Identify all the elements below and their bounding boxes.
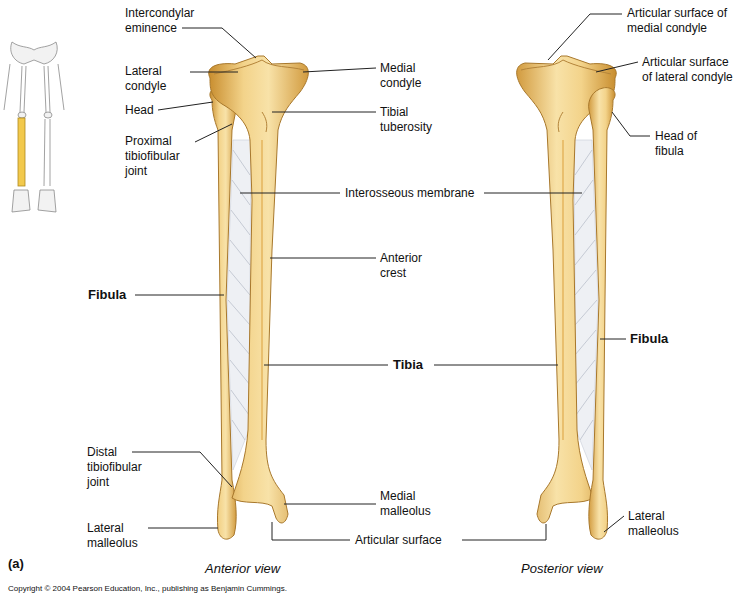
leader-lines (132, 14, 650, 540)
part-label: Distal tibiofibular joint (87, 445, 157, 490)
copyright-note: Copyright © 2004 Pearson Education, Inc.… (8, 584, 287, 594)
inset-skeleton (4, 42, 64, 212)
posterior-view-bones (517, 56, 617, 539)
view-caption: Anterior view (205, 561, 280, 576)
part-label: Tibial tuberosity (380, 105, 444, 135)
part-label: Proximal tibiofibular joint (125, 134, 195, 179)
part-label: Articular surface (355, 533, 442, 548)
part-label: Head (125, 103, 154, 118)
part-label: Medial malleolus (380, 489, 440, 519)
figure-letter: (a) (8, 556, 24, 571)
part-label: Lateral condyle (125, 64, 187, 94)
part-label: Fibula (88, 287, 126, 302)
part-label: Tibia (393, 357, 423, 372)
part-label: Lateral malleolus (87, 521, 147, 551)
view-caption: Posterior view (521, 561, 603, 576)
part-label: Interosseous membrane (345, 186, 474, 201)
part-label: Lateral malleolus (628, 509, 690, 539)
part-label: Head of fibula (655, 129, 707, 159)
part-label: Articular surface of lateral condyle (642, 55, 734, 85)
part-label: Fibula (630, 331, 668, 346)
part-label: Medial condyle (380, 61, 432, 91)
part-label: Intercondylar eminence (125, 6, 205, 36)
part-label: Anterior crest (380, 251, 436, 281)
part-label: Articular surface of medial condyle (627, 6, 731, 36)
